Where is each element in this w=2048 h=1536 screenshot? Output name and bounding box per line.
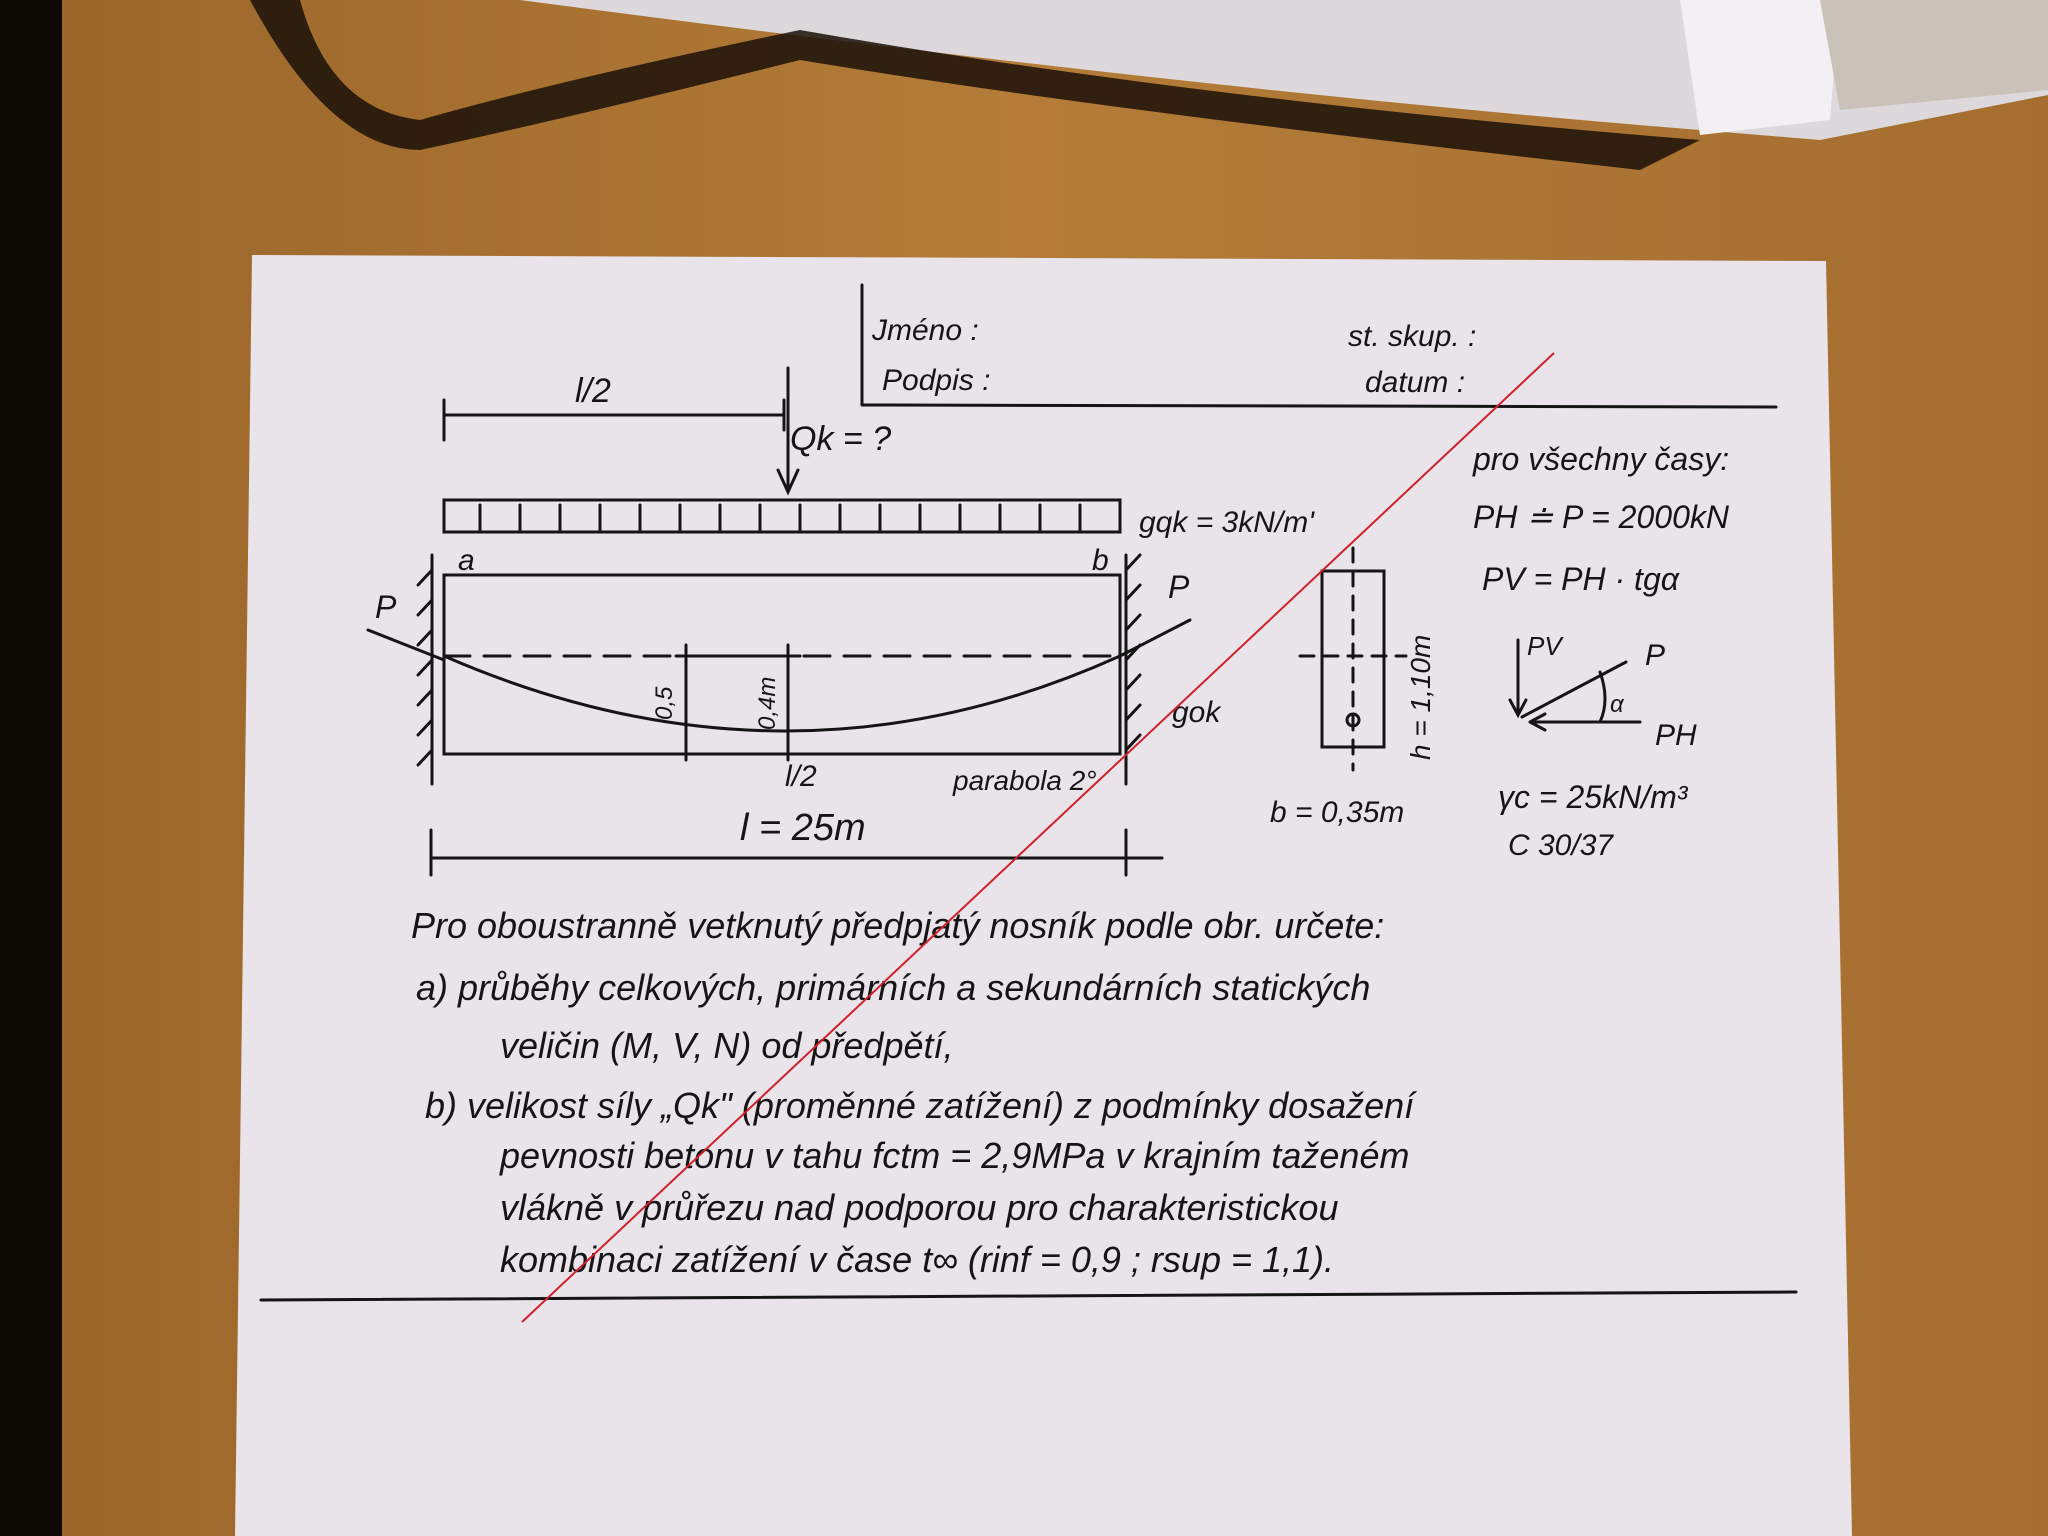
task-text: Pro oboustranně vetknutý předpjatý nosní…: [411, 905, 1417, 1280]
section-width-label: b = 0,35m: [1270, 796, 1404, 829]
tendon-parabola: [442, 654, 1122, 733]
eccentricity-dimensions: [674, 643, 802, 762]
prestress-left-label: P: [375, 589, 397, 625]
beam: [442, 573, 1122, 756]
span-label: l = 25m: [740, 807, 866, 849]
task-line: kombinaci zatížení v čase t∞ (rinf = 0,9…: [500, 1239, 1334, 1280]
midspan-label: l/2: [785, 760, 817, 793]
stack-of-papers: [520, 0, 2048, 140]
prestress-arrows: [366, 618, 1192, 662]
signature-label: Podpis :: [882, 364, 990, 397]
concrete-density: γc = 25kN/m³: [1498, 779, 1689, 815]
cross-section: h = 1,10m b = 0,35m: [1270, 546, 1436, 829]
task-line: veličin (M, V, N) od předpětí,: [500, 1025, 954, 1066]
force-p-label: P: [1645, 639, 1665, 672]
force-decomposition: [1508, 638, 1642, 732]
load-arrows: [478, 503, 1082, 532]
support-b-label: b: [1092, 544, 1109, 577]
bottom-rule: [259, 1290, 1798, 1302]
point-load-arrow: [776, 366, 800, 496]
force-pv-label: PV: [1527, 631, 1564, 661]
support-a-label: a: [458, 544, 475, 577]
beam-diagram: l/2 Qk = ? gqk = 3kN/m' a b P P 0,5 0,4m…: [366, 366, 1315, 877]
point-load-label: Qk = ?: [790, 420, 891, 458]
eccentricity-support-label: 0,5: [651, 686, 678, 720]
left-fixed-support: [416, 553, 434, 786]
distributed-load-label: gqk = 3kN/m': [1139, 506, 1315, 539]
task-line: pevnosti betonu v tahu fctm = 2,9MPa v k…: [499, 1135, 1409, 1176]
task-line: Pro oboustranně vetknutý předpjatý nosní…: [411, 905, 1384, 946]
dark-edge: [0, 0, 62, 1536]
self-weight-label: gok: [1172, 696, 1222, 729]
name-label: Jméno :: [871, 314, 979, 347]
cable-shadow: [250, 0, 1700, 170]
vertical-component-formula: PV = PH · tgα: [1482, 561, 1680, 597]
angle-label: α: [1610, 691, 1625, 718]
plastic-sleeve: [1820, 0, 2048, 110]
eccentricity-mid-label: 0,4m: [754, 677, 781, 730]
red-diagonal-line: [521, 352, 1555, 1323]
given-values: pro všechny časy: PH ≐ P = 2000kN PV = P…: [1472, 441, 1730, 862]
given-heading: pro všechny časy:: [1472, 441, 1729, 477]
prestress-force: PH ≐ P = 2000kN: [1473, 499, 1730, 535]
task-line: vlákně v průřezu nad podporou pro charak…: [500, 1187, 1338, 1228]
span-dimension: [429, 828, 1164, 877]
header-box: Jméno : Podpis : st. skup. : datum :: [860, 283, 1778, 409]
right-fixed-support: [1124, 553, 1142, 786]
group-label: st. skup. :: [1348, 320, 1476, 353]
parabola-label: parabola 2°: [952, 765, 1097, 796]
task-line: b) velikost síly „Qk" (proměnné zatížení…: [425, 1085, 1417, 1126]
force-ph-label: PH: [1655, 719, 1697, 752]
distributed-load-box: [442, 498, 1122, 534]
half-span-label: l/2: [575, 372, 611, 410]
concrete-class: C 30/37: [1508, 829, 1614, 862]
date-label: datum :: [1365, 366, 1465, 399]
prestress-right-label: P: [1168, 569, 1190, 605]
paper-edge: [1680, 0, 1840, 135]
section-height-label: h = 1,10m: [1405, 635, 1436, 760]
